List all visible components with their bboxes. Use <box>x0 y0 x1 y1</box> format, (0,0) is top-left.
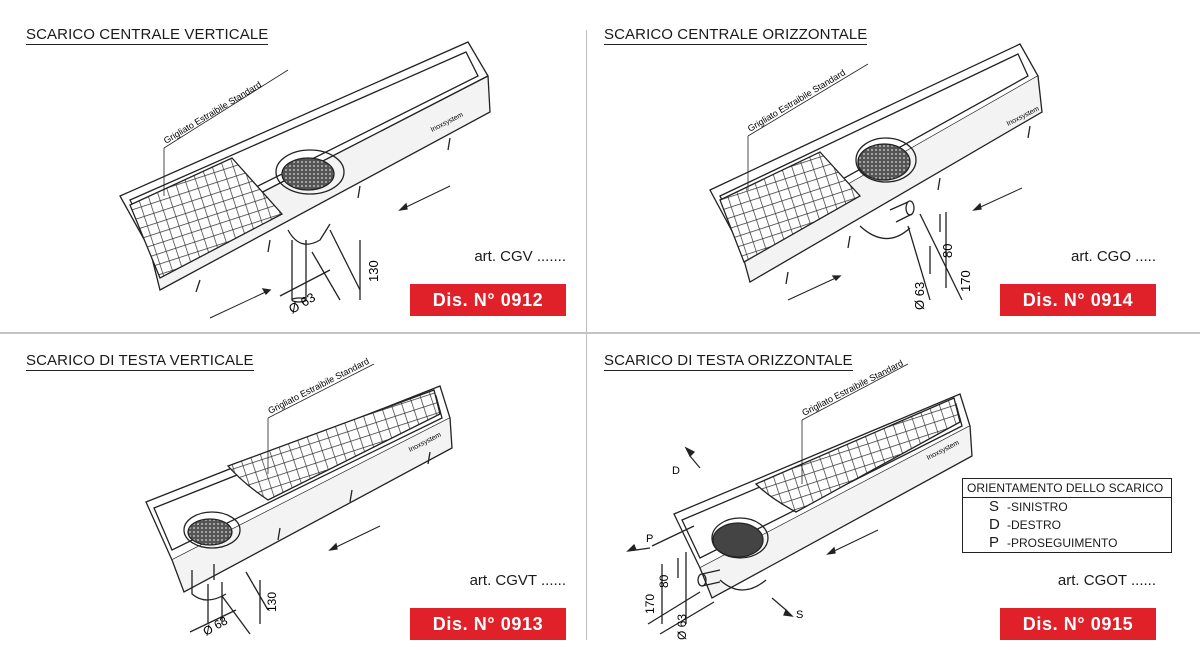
drawing-number-badge: Dis. N° 0914 <box>1000 284 1156 316</box>
grid-label: Grigliato Estraibile Standard <box>162 79 263 145</box>
panel-cgo: Grigliato Estraibile Standard Inoxsystem… <box>590 0 1174 320</box>
orientation-key: D <box>989 516 1000 533</box>
orientation-row-p: P -PROSEGUIMENTO <box>963 534 1171 552</box>
marker-s: S <box>796 609 803 621</box>
dim-170: 170 <box>643 594 657 614</box>
drawing-number-badge: Dis. N° 0912 <box>410 284 566 316</box>
orientation-text: -DESTRO <box>1007 518 1061 532</box>
dim-diameter: Ø 63 <box>675 614 689 640</box>
orientation-key: P <box>989 534 1000 551</box>
orientation-row-d: D -DESTRO <box>963 516 1171 534</box>
horizontal-divider <box>0 332 1200 334</box>
orientation-legend-title: ORIENTAMENTO DELLO SCARICO <box>963 479 1171 498</box>
panel-cgvt: Grigliato Estraibile Standard Inoxsystem… <box>0 334 584 654</box>
drawing-cgvt: Grigliato Estraibile Standard Inoxsystem… <box>145 356 453 639</box>
orientation-text: -PROSEGUIMENTO <box>1007 536 1118 550</box>
drawing-number-badge: Dis. N° 0913 <box>410 608 566 640</box>
dim-80: 80 <box>657 574 671 588</box>
orientation-key: S <box>989 498 1000 515</box>
orientation-row-s: S -SINISTRO <box>963 498 1171 516</box>
dim-diameter: Ø 63 <box>201 613 231 638</box>
grid-label: Grigliato Estraibile Standard <box>266 356 370 416</box>
article-code: art. CGOT ...... <box>1057 572 1156 589</box>
dim-diameter: Ø 63 <box>286 290 318 317</box>
panel-title: SCARICO DI TESTA ORIZZONTALE <box>604 352 853 371</box>
dim-170: 170 <box>958 270 973 292</box>
dim-80: 80 <box>940 244 955 258</box>
dim-height: 130 <box>265 592 279 612</box>
article-code: art. CGV ....... <box>474 248 566 265</box>
grid-label: Grigliato Estraibile Standard <box>746 67 847 133</box>
dim-diameter: Ø 63 <box>912 282 927 310</box>
marker-p: P <box>646 533 653 545</box>
drawing-number-badge: Dis. N° 0915 <box>1000 608 1156 640</box>
panel-cgot: Grigliato Estraibile Standard Inoxsystem… <box>590 334 1174 654</box>
article-code: art. CGVT ...... <box>469 572 566 589</box>
dim-height: 130 <box>366 260 381 282</box>
vertical-divider <box>586 30 587 640</box>
panel-cgv: Grigliato Estraibile Standard Inoxsystem… <box>0 0 584 320</box>
marker-d: D <box>672 465 680 477</box>
panel-title: SCARICO CENTRALE ORIZZONTALE <box>604 26 868 45</box>
orientation-legend: ORIENTAMENTO DELLO SCARICO S -SINISTRO D-… <box>962 478 1172 553</box>
drawing-cgo: Grigliato Estraibile Standard Inoxsystem… <box>709 43 1043 310</box>
drawing-cgot: Grigliato Estraibile Standard Inoxsystem… <box>626 358 973 640</box>
article-code: art. CGO ..... <box>1070 248 1156 265</box>
panel-title: SCARICO CENTRALE VERTICALE <box>26 26 269 45</box>
panel-title: SCARICO DI TESTA VERTICALE <box>26 352 254 371</box>
orientation-text: -SINISTRO <box>1007 500 1068 514</box>
drawing-cgv: Grigliato Estraibile Standard Inoxsystem… <box>119 41 491 319</box>
